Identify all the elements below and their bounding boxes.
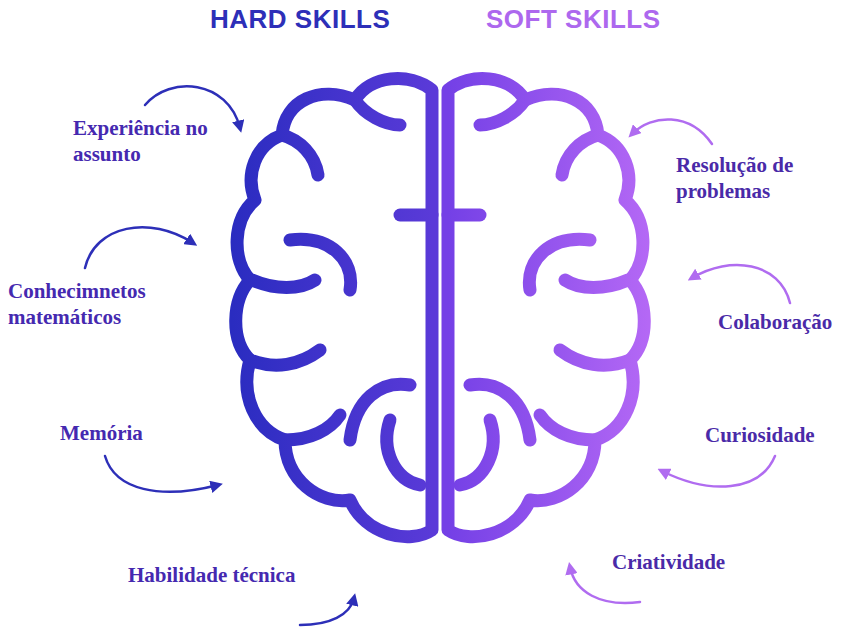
brain-outline [448, 79, 644, 537]
leader-arrow [85, 227, 193, 268]
leader-arrow [662, 456, 775, 487]
brain-fold [540, 415, 595, 440]
brain-fold [480, 100, 525, 125]
skill-label: Colaboração [718, 309, 858, 335]
brain-fold [252, 280, 315, 288]
skill-label: Experiência no assunto [73, 115, 208, 168]
brain-fold [250, 350, 320, 365]
brain-fold [355, 100, 400, 125]
brain-fold [400, 209, 432, 222]
brain-fold [565, 280, 628, 288]
brain-fold [285, 415, 340, 440]
brain-outline [236, 79, 432, 537]
brain-fold [282, 135, 318, 175]
brain-left [236, 79, 432, 537]
brain-fold [562, 135, 598, 175]
brain-right [448, 79, 644, 537]
left-arrows [85, 86, 354, 625]
skill-label: Criatividade [612, 549, 787, 575]
brain-fold [460, 420, 493, 485]
leader-arrow [632, 119, 712, 144]
skill-label: Habilidade técnica [128, 562, 343, 588]
brain-fold [470, 384, 530, 440]
leader-arrow [692, 265, 790, 303]
brain-fold [350, 384, 410, 440]
skill-label: Memória [60, 420, 200, 446]
skill-label: Curiosidade [705, 422, 855, 448]
leader-arrow [300, 598, 354, 625]
section-heading: HARD SKILLS [210, 3, 390, 36]
leader-arrow [105, 456, 218, 492]
brain-fold [560, 350, 630, 365]
skill-label: Conhecimnetos matemáticos [8, 278, 188, 331]
section-heading: SOFT SKILLS [486, 3, 661, 36]
brain-fold [448, 209, 480, 222]
skill-label: Resolução de problemas [676, 152, 836, 205]
brain-fold [387, 420, 420, 485]
